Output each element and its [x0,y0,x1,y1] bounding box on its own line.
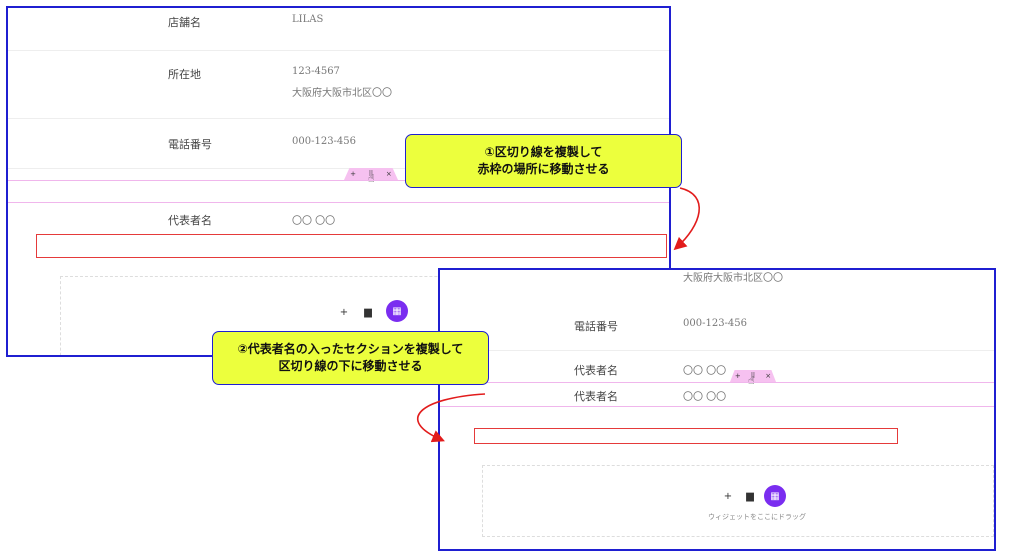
label-phone: 電話番号 [168,138,212,151]
value-representative: 〇〇 〇〇 [292,216,336,227]
value-representative: 〇〇 〇〇 [683,392,727,403]
divider-widget-handle[interactable]: + ⠿ × [344,168,398,180]
row-divider [440,350,994,351]
callout-step-2: ②代表者名の入ったセクションを複製して 区切り線の下に移動させる [212,331,489,385]
drop-zone-hint: ウィジェットをここにドラッグ [708,513,806,521]
value-store-name: LILAS [292,14,324,25]
section-widget-handle[interactable]: + ⠿ × [730,370,776,382]
handle-close-icon[interactable]: × [385,170,392,178]
label-representative: 代表者名 [574,364,618,377]
hand-cursor-icon: ☝ [368,172,375,185]
value-phone: 000-123-456 [292,136,357,147]
divider-widget-top [8,180,669,181]
screenshot-2: 大阪府大阪市北区〇〇 電話番号 000-123-456 代表者名 〇〇 〇〇 +… [438,268,996,551]
add-widget-button[interactable]: + [339,306,349,318]
divider-widget-bottom [8,202,669,203]
section-widget-bottom [440,406,994,407]
row-divider [8,168,669,169]
target-red-frame [474,428,898,444]
value-address: 大阪府大阪市北区〇〇 [683,273,783,284]
drop-zone[interactable] [482,465,994,537]
template-button[interactable]: ▦ [386,300,408,322]
folder-icon[interactable]: ▆ [746,490,754,502]
handle-close-icon[interactable]: × [765,372,772,380]
handle-move-icon[interactable]: ⠿ [750,372,756,380]
label-store-name: 店舗名 [168,16,201,29]
callout-2-line-2: 区切り線の下に移動させる [278,359,423,373]
label-address: 所在地 [168,68,201,81]
value-postal-code: 123-4567 [292,66,340,77]
label-representative: 代表者名 [168,214,212,227]
section-widget-top [440,382,994,383]
handle-move-icon[interactable]: ⠿ [368,170,374,178]
label-phone: 電話番号 [574,320,618,333]
handle-add-icon[interactable]: + [734,372,741,380]
drop-zone[interactable] [60,276,669,355]
callout-step-1: ①区切り線を複製して 赤枠の場所に移動させる [405,134,682,188]
label-representative: 代表者名 [574,390,618,403]
row-divider [8,118,669,119]
row-divider [8,50,669,51]
value-phone: 000-123-456 [683,318,748,329]
template-button[interactable]: ▦ [764,485,786,507]
arrow-step-1 [673,187,700,251]
callout-1-line-2: 赤枠の場所に移動させる [477,162,610,176]
value-representative: 〇〇 〇〇 [683,366,727,377]
target-red-frame [36,234,667,258]
handle-add-icon[interactable]: + [350,170,357,178]
value-address: 大阪府大阪市北区〇〇 [292,88,392,99]
callout-1-line-1: ①区切り線を複製して [484,145,603,159]
add-widget-button[interactable]: + [723,490,733,502]
callout-2-line-1: ②代表者名の入ったセクションを複製して [237,342,464,356]
folder-icon[interactable]: ▆ [364,306,372,318]
hand-cursor-icon: ☝ [748,374,755,387]
